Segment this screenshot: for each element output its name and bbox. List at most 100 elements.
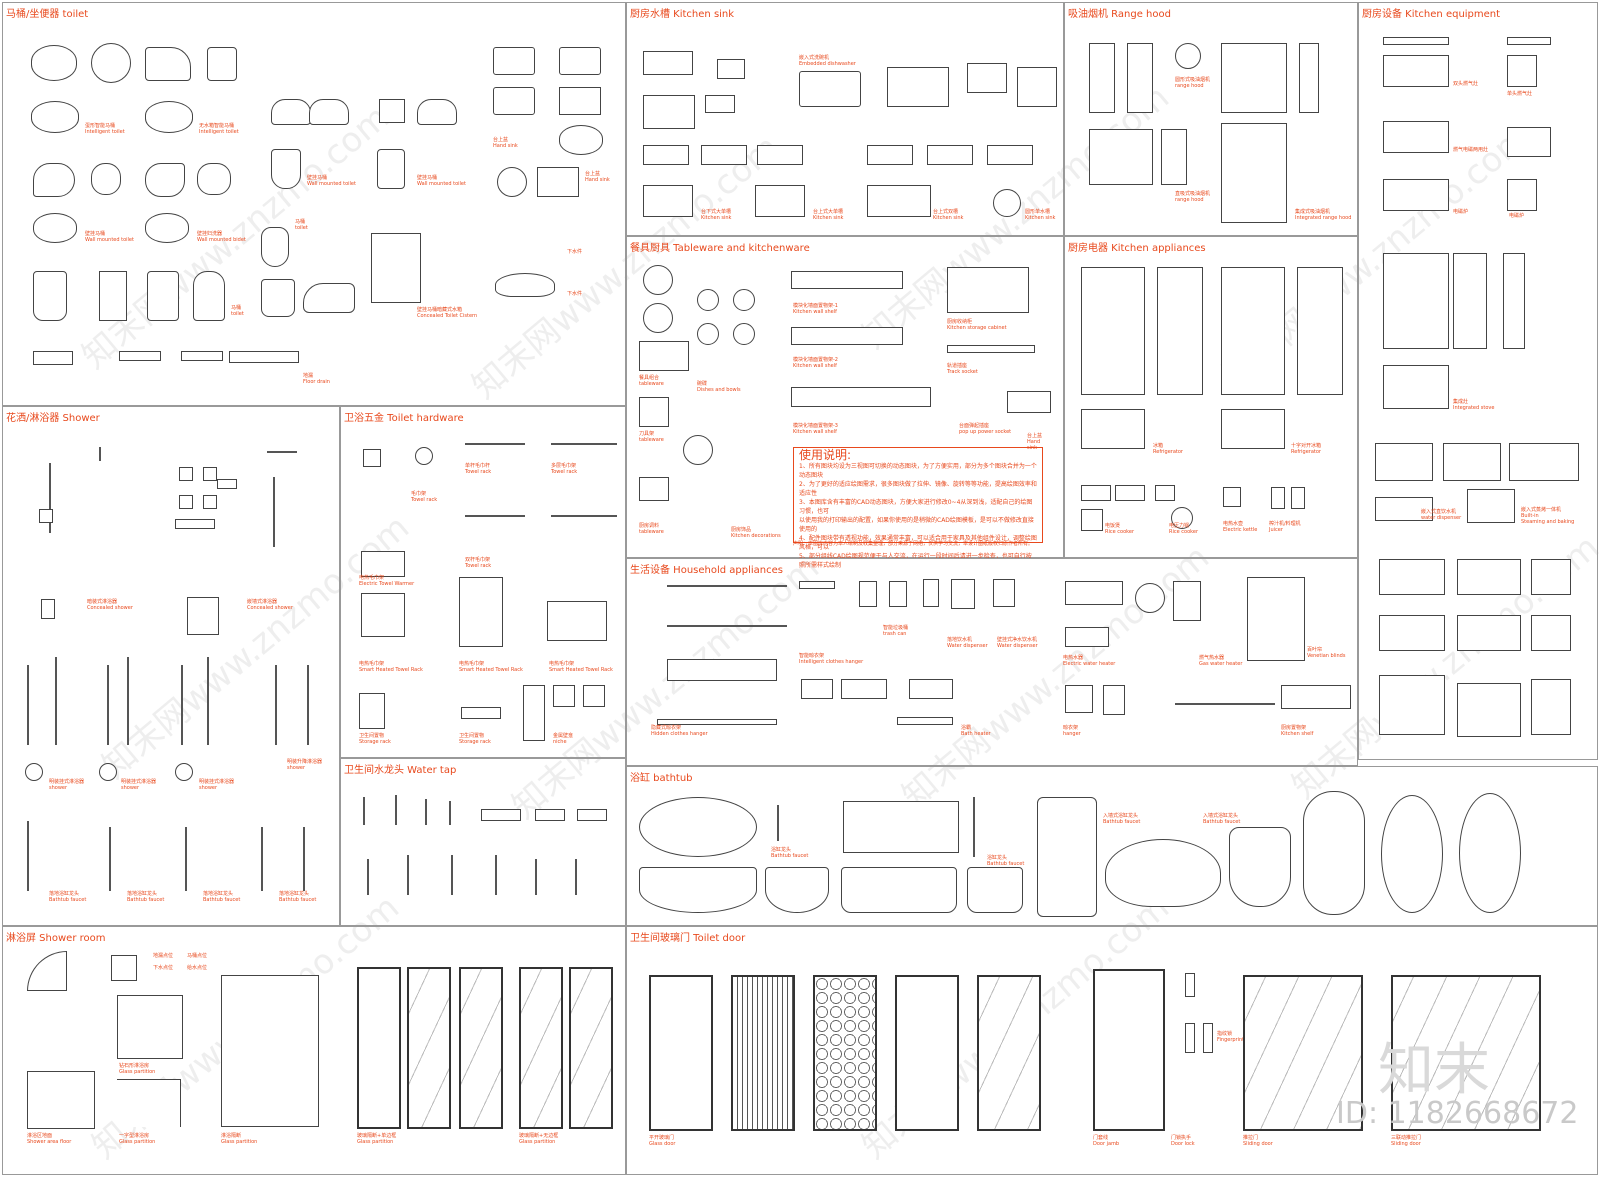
wall-shelf-symbol	[791, 327, 903, 345]
label-kitchen-sink: 圆形单水槽 Kitchen sink	[1025, 209, 1056, 221]
panel-kitchen-equipment: 厨房设备 Kitchen equipment 双头燃气灶 单头燃气灶 燃气电磁两…	[1358, 2, 1598, 760]
usage-line: 5、部分组线CAD绘图规范便于与人交流，在运行一段时间后请进一步检查，也可自行按…	[799, 553, 1032, 569]
water-dispenser-symbol	[1375, 497, 1433, 521]
label-hidden-clothes-hanger: 隐藏式晾衣架 Hidden clothes hanger	[651, 725, 708, 737]
clothes-hanger-symbol	[667, 585, 787, 587]
refrigerator-symbol	[1297, 267, 1343, 395]
label-dishes-bowls: 碗碟 Dishes and bowls	[697, 381, 741, 393]
label-concealed-cistern: 壁挂马桶暗藏式水箱 Concealed Toilet Cistern	[417, 307, 478, 319]
toilet-symbol	[145, 101, 193, 133]
label-shower: 明装升降淋浴器 shower	[287, 759, 323, 771]
tap-symbol	[449, 801, 451, 825]
label-electric-water-heater: 电热水器 Electric water heater	[1063, 655, 1116, 667]
refrigerator-symbol	[1221, 267, 1285, 395]
oven-symbol	[1509, 443, 1579, 481]
label-kitchen-wall-shelf: 模块化墙面置物架-1 Kitchen wall shelf	[793, 303, 838, 315]
tap-symbol	[395, 795, 397, 825]
label-integrated-stove: 集成灶 Integrated stove	[1453, 399, 1495, 411]
hanger-symbol	[1103, 685, 1125, 715]
label-towel-rack: 毛巾架 Towel rack	[411, 491, 438, 503]
label-kitchen-decorations: 厨房饰品 Kitchen decorations	[731, 527, 781, 539]
bathtub-symbol	[639, 867, 757, 913]
label-shower-area-floor: 淋浴区地面 Shower area floor	[27, 1133, 72, 1145]
label-bathtub-faucet: 入墙式浴缸龙头 Bathtub faucet	[1103, 813, 1141, 825]
range-hood-symbol	[1161, 129, 1187, 185]
usage-line: 以使用我的打印输出的配置，如果你使用的是稍微的CAD绘图模板，是可以不做修改直接…	[799, 517, 1034, 533]
label-wall-mounted-toilet: 壁挂马桶 Wall mounted toilet	[307, 175, 356, 187]
label-water-supply-pos: 给水点位	[187, 965, 208, 971]
toilet-symbol	[261, 279, 295, 317]
bathtub-symbol	[843, 801, 959, 853]
door-jamb-symbol	[1093, 969, 1165, 1131]
usage-line: 4、配件图块带有透视功能，效果通常丰富，可以适合用于家具及其他组件设计，调整绘图…	[799, 535, 1037, 551]
rice-cooker-symbol	[1171, 507, 1193, 529]
concealed-shower-symbol	[187, 597, 219, 635]
hand-sink-symbol	[559, 87, 601, 115]
plate-symbol	[733, 323, 755, 345]
body-jet-symbol	[203, 495, 217, 509]
label-smart-towel-rack: 电热毛巾架 Smart Heated Towel Rack	[549, 661, 613, 673]
water-dispenser-symbol	[993, 579, 1015, 607]
towel-bar-symbol	[465, 515, 525, 517]
shower-panel-symbol	[175, 519, 215, 529]
integrated-stove-symbol	[1503, 253, 1525, 349]
shower-column-symbol	[207, 657, 209, 745]
tap-symbol	[363, 797, 365, 825]
seasoning-symbol	[639, 477, 669, 501]
shower-shelf-symbol	[217, 479, 237, 489]
panel-title: 淋浴屏 Shower room	[6, 933, 106, 944]
label-hand-sink: 台上盆 Hand sink	[1027, 433, 1043, 451]
appliance-symbol	[909, 679, 953, 699]
towel-warmer-symbol	[361, 551, 405, 577]
usage-notes: 使用说明: 1、所有图块均设为三视图可切换的动态图块，为了方便实用，部分为多个图…	[793, 447, 1043, 569]
sink-symbol	[705, 95, 735, 113]
integrated-stove-symbol	[1383, 365, 1449, 409]
label-floor-drain-pos: 地漏点位	[153, 953, 174, 959]
linear-drain-symbol	[181, 351, 223, 361]
panel-title: 吸油烟机 Range hood	[1068, 9, 1171, 20]
label-kitchen-storage-cabinet: 厨房收纳柜 Kitchen storage cabinet	[947, 319, 1007, 331]
panel-water-tap: 卫生间水龙头 Water tap	[340, 758, 626, 926]
label-induction: 电磁炉	[1509, 213, 1525, 219]
towel-ring-symbol	[415, 447, 433, 465]
floor-drain-symbol	[229, 351, 299, 363]
sink-symbol	[643, 185, 693, 217]
label-refrigerator: 冰箱 Refrigerator	[1153, 443, 1183, 455]
label-towel-rack: 多层毛巾架 Towel rack	[551, 463, 578, 475]
pull-basket-symbol	[1457, 559, 1521, 595]
label-glass-partition: 一字型淋浴房 Glass partition	[119, 1133, 156, 1145]
panel-title: 生活设备 Household appliances	[630, 565, 783, 576]
shower-column-symbol	[307, 665, 309, 745]
toilet-symbol	[33, 213, 77, 243]
panel-title: 卫生间玻璃门 Toilet door	[630, 933, 746, 944]
water-dispenser-symbol	[923, 579, 939, 607]
tap-symbol	[577, 809, 607, 821]
label-water-dispenser: 落地饮水机 Water dispenser	[947, 637, 988, 649]
tap-symbol	[407, 855, 409, 895]
panel-tableware: 餐具厨具 Tableware and kitchenware 餐具组合 tabl…	[626, 236, 1064, 569]
label-tableware: 厨房调料 tableware	[639, 523, 664, 535]
bidet-symbol	[145, 213, 189, 243]
appliance-symbol	[801, 679, 833, 699]
label-towel-rack: 双杆毛巾架 Towel rack	[465, 557, 492, 569]
label-gas-stove: 燃气电磁两用灶	[1453, 147, 1489, 153]
pull-basket-symbol	[1379, 615, 1445, 651]
shower-room-symbol	[111, 955, 137, 981]
bathtub-symbol	[1303, 791, 1365, 915]
tap-symbol	[425, 799, 427, 825]
label-glass-partition: 淋浴隔断 Glass partition	[221, 1133, 258, 1145]
toilet-symbol	[31, 45, 77, 81]
glass-partition-symbol	[459, 967, 503, 1129]
glass-partition-symbol	[357, 967, 401, 1129]
label-shower: 明装挂式淋浴器 shower	[199, 779, 235, 791]
water-dispenser-symbol	[951, 579, 975, 609]
hand-sink-symbol	[559, 47, 601, 75]
label-smart-towel-rack: 电热毛巾架 Smart Heated Towel Rack	[359, 661, 423, 673]
storage-rack-symbol	[359, 693, 385, 729]
sink-symbol	[643, 145, 689, 165]
panel-shower: 花洒/淋浴器 Shower 暗装式淋浴器 Concealed shower 嵌墙…	[2, 406, 340, 926]
toilet-symbol	[33, 163, 75, 197]
shower-room-symbol	[117, 1079, 181, 1127]
label-kitchen-sink: 台上式双槽 Kitchen sink	[933, 209, 964, 221]
sink-symbol	[643, 51, 693, 75]
